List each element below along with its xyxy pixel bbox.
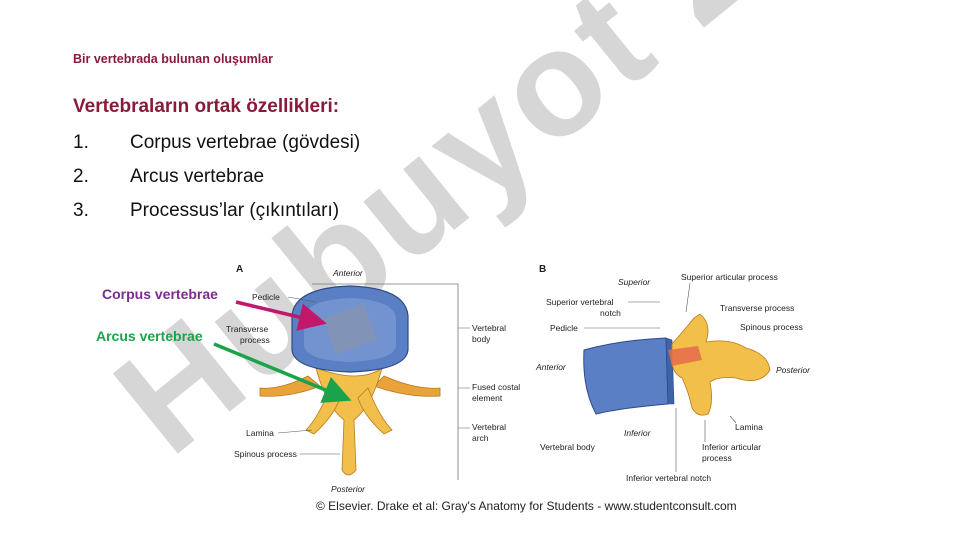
label-anterior-b: Anterior — [535, 362, 567, 372]
label-vbody-b: Vertebral body — [540, 442, 596, 452]
label-pedicle-b: Pedicle — [550, 323, 578, 333]
list-item: 2. Arcus vertebrae — [73, 166, 360, 200]
feature-list: 1. Corpus vertebrae (gövdesi) 2. Arcus v… — [73, 132, 360, 234]
bracket-line — [312, 283, 459, 480]
label-transverse-1: Transverse — [226, 324, 268, 334]
list-item: 1. Corpus vertebrae (gövdesi) — [73, 132, 360, 166]
label-varch-2: arch — [472, 433, 489, 443]
panel-b-letter: B — [539, 264, 546, 275]
list-number: 1. — [73, 132, 89, 153]
label-sup-articular: Superior articular process — [681, 272, 778, 282]
label-spinous: Spinous process — [234, 449, 297, 459]
callout-corpus: Corpus vertebrae — [102, 286, 218, 302]
list-number: 3. — [73, 200, 89, 221]
pedicle-b-shape — [668, 346, 702, 366]
list-text: Processus’lar (çıkıntıları) — [130, 200, 340, 221]
label-fused-1: Fused costal — [472, 382, 520, 392]
list-number: 2. — [73, 166, 89, 187]
label-sup-notch-1: Superior vertebral — [546, 297, 614, 307]
vertebral-body-b — [583, 337, 669, 415]
label-vbody-1: Vertebral — [472, 323, 506, 333]
label-inferior: Inferior — [624, 428, 652, 438]
posterior-elements-b — [671, 313, 771, 416]
label-inf-articular-1: Inferior articular — [702, 442, 761, 452]
label-varch-1: Vertebral — [472, 422, 506, 432]
list-text: Arcus vertebrae — [130, 166, 265, 187]
label-superior: Superior — [618, 277, 651, 287]
label-posterior-b: Posterior — [776, 365, 811, 375]
section-heading: Vertebraların ortak özellikleri: — [73, 96, 340, 117]
label-posterior-a: Posterior — [331, 484, 366, 494]
label-transverse-b: Transverse process — [720, 303, 794, 313]
figure-caption: © Elsevier. Drake et al: Gray's Anatomy … — [316, 499, 737, 513]
label-fused-2: element — [472, 393, 503, 403]
panel-a: A Anterior Pedicle Transverse process La… — [226, 264, 520, 494]
label-inf-notch: Inferior vertebral notch — [626, 473, 711, 483]
panel-b: B Superior Superior articular process Su… — [535, 264, 811, 483]
label-anterior: Anterior — [332, 268, 364, 278]
label-inf-articular-2: process — [702, 453, 732, 463]
panel-a-letter: A — [236, 264, 243, 275]
label-sup-notch-2: notch — [600, 308, 621, 318]
label-pedicle: Pedicle — [252, 292, 280, 302]
slide-title: Bir vertebrada bulunan oluşumlar — [73, 52, 274, 66]
body-texture — [322, 303, 378, 355]
callout-arcus: Arcus vertebrae — [96, 328, 203, 344]
transverse-process-left — [259, 375, 321, 397]
vertebra-figure: A Anterior Pedicle Transverse process La… — [226, 264, 811, 494]
transverse-process-right — [373, 375, 441, 397]
label-lamina: Lamina — [246, 428, 274, 438]
lamina-right — [357, 387, 393, 435]
label-lamina-b: Lamina — [735, 422, 763, 432]
label-spinous-b: Spinous process — [740, 322, 803, 332]
label-vbody-2: body — [472, 334, 491, 344]
label-transverse-2: process — [240, 335, 270, 345]
list-text: Corpus vertebrae (gövdesi) — [130, 132, 361, 153]
list-item: 3. Processus’lar (çıkıntıları) — [73, 200, 360, 234]
